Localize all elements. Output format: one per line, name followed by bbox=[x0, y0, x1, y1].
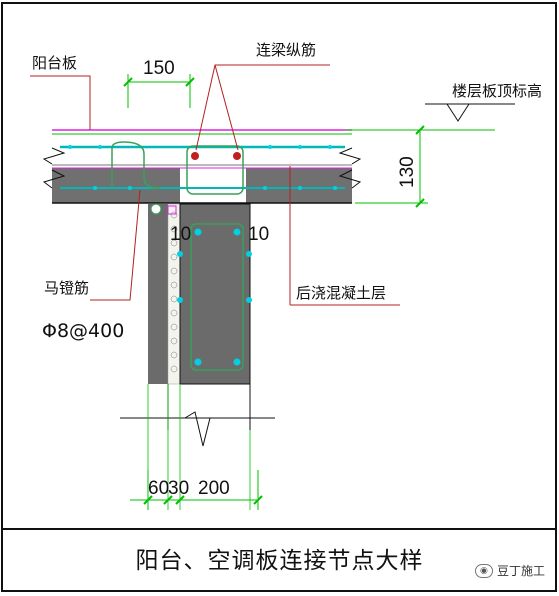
drawing-title: 阳台、空调板连接节点大样 bbox=[135, 548, 424, 574]
dim-insul-b: 30 bbox=[168, 478, 189, 499]
wall-break-mark bbox=[184, 411, 211, 447]
break-mark-right bbox=[338, 147, 362, 165]
beam-corner-bars bbox=[177, 228, 252, 366]
watermark-text: 豆丁施工 bbox=[496, 564, 545, 578]
wall-assembly bbox=[120, 203, 275, 510]
label-beam-long-bar: 连梁纵筋 bbox=[256, 41, 316, 59]
dim-gap-right: 10 bbox=[248, 224, 269, 245]
elevation-symbol bbox=[420, 103, 515, 131]
label-balcony-slab: 阳台板 bbox=[32, 54, 77, 72]
label-horse-stool-spec: Φ8@400 bbox=[42, 320, 124, 342]
slab-bar-dots bbox=[68, 145, 337, 190]
beam-long-bar-left bbox=[191, 152, 199, 160]
label-floor-top-elevation: 楼层板顶标高 bbox=[452, 82, 542, 100]
label-horse-stool-bar: 马镫筋 bbox=[44, 279, 89, 297]
beam-long-bar-right bbox=[233, 152, 241, 160]
precast-slab-left bbox=[52, 168, 180, 203]
slab-assembly bbox=[42, 129, 362, 204]
wechat-icon: ◉ bbox=[474, 563, 493, 578]
break-mark-right-low bbox=[338, 169, 362, 189]
horse-stool-bar bbox=[111, 141, 161, 189]
label-post-cast-layer: 后浇混凝土层 bbox=[296, 284, 386, 302]
dimension-lines bbox=[127, 74, 428, 510]
break-mark-left-low bbox=[42, 169, 66, 189]
watermark: ◉ 豆丁施工 bbox=[474, 562, 545, 579]
insulation-outer bbox=[148, 204, 168, 384]
dim-insul-a: 60 bbox=[148, 478, 169, 499]
dim-gap-left: 10 bbox=[170, 224, 191, 245]
dimension-ticks bbox=[123, 77, 425, 505]
sealant-rod bbox=[150, 203, 162, 215]
beam-stirrup-top bbox=[186, 145, 244, 195]
break-mark-left bbox=[42, 147, 66, 165]
beam-stirrup bbox=[190, 223, 244, 371]
dim-overlap: 150 bbox=[143, 58, 175, 79]
precast-slab-right bbox=[246, 168, 352, 203]
leader-lines bbox=[30, 64, 400, 306]
joint-marker bbox=[167, 205, 177, 215]
insulation-hatch bbox=[170, 211, 178, 373]
post-cast-gap bbox=[180, 168, 246, 194]
dim-wall: 200 bbox=[198, 478, 230, 499]
dim-slab-thickness: 130 bbox=[397, 156, 418, 188]
